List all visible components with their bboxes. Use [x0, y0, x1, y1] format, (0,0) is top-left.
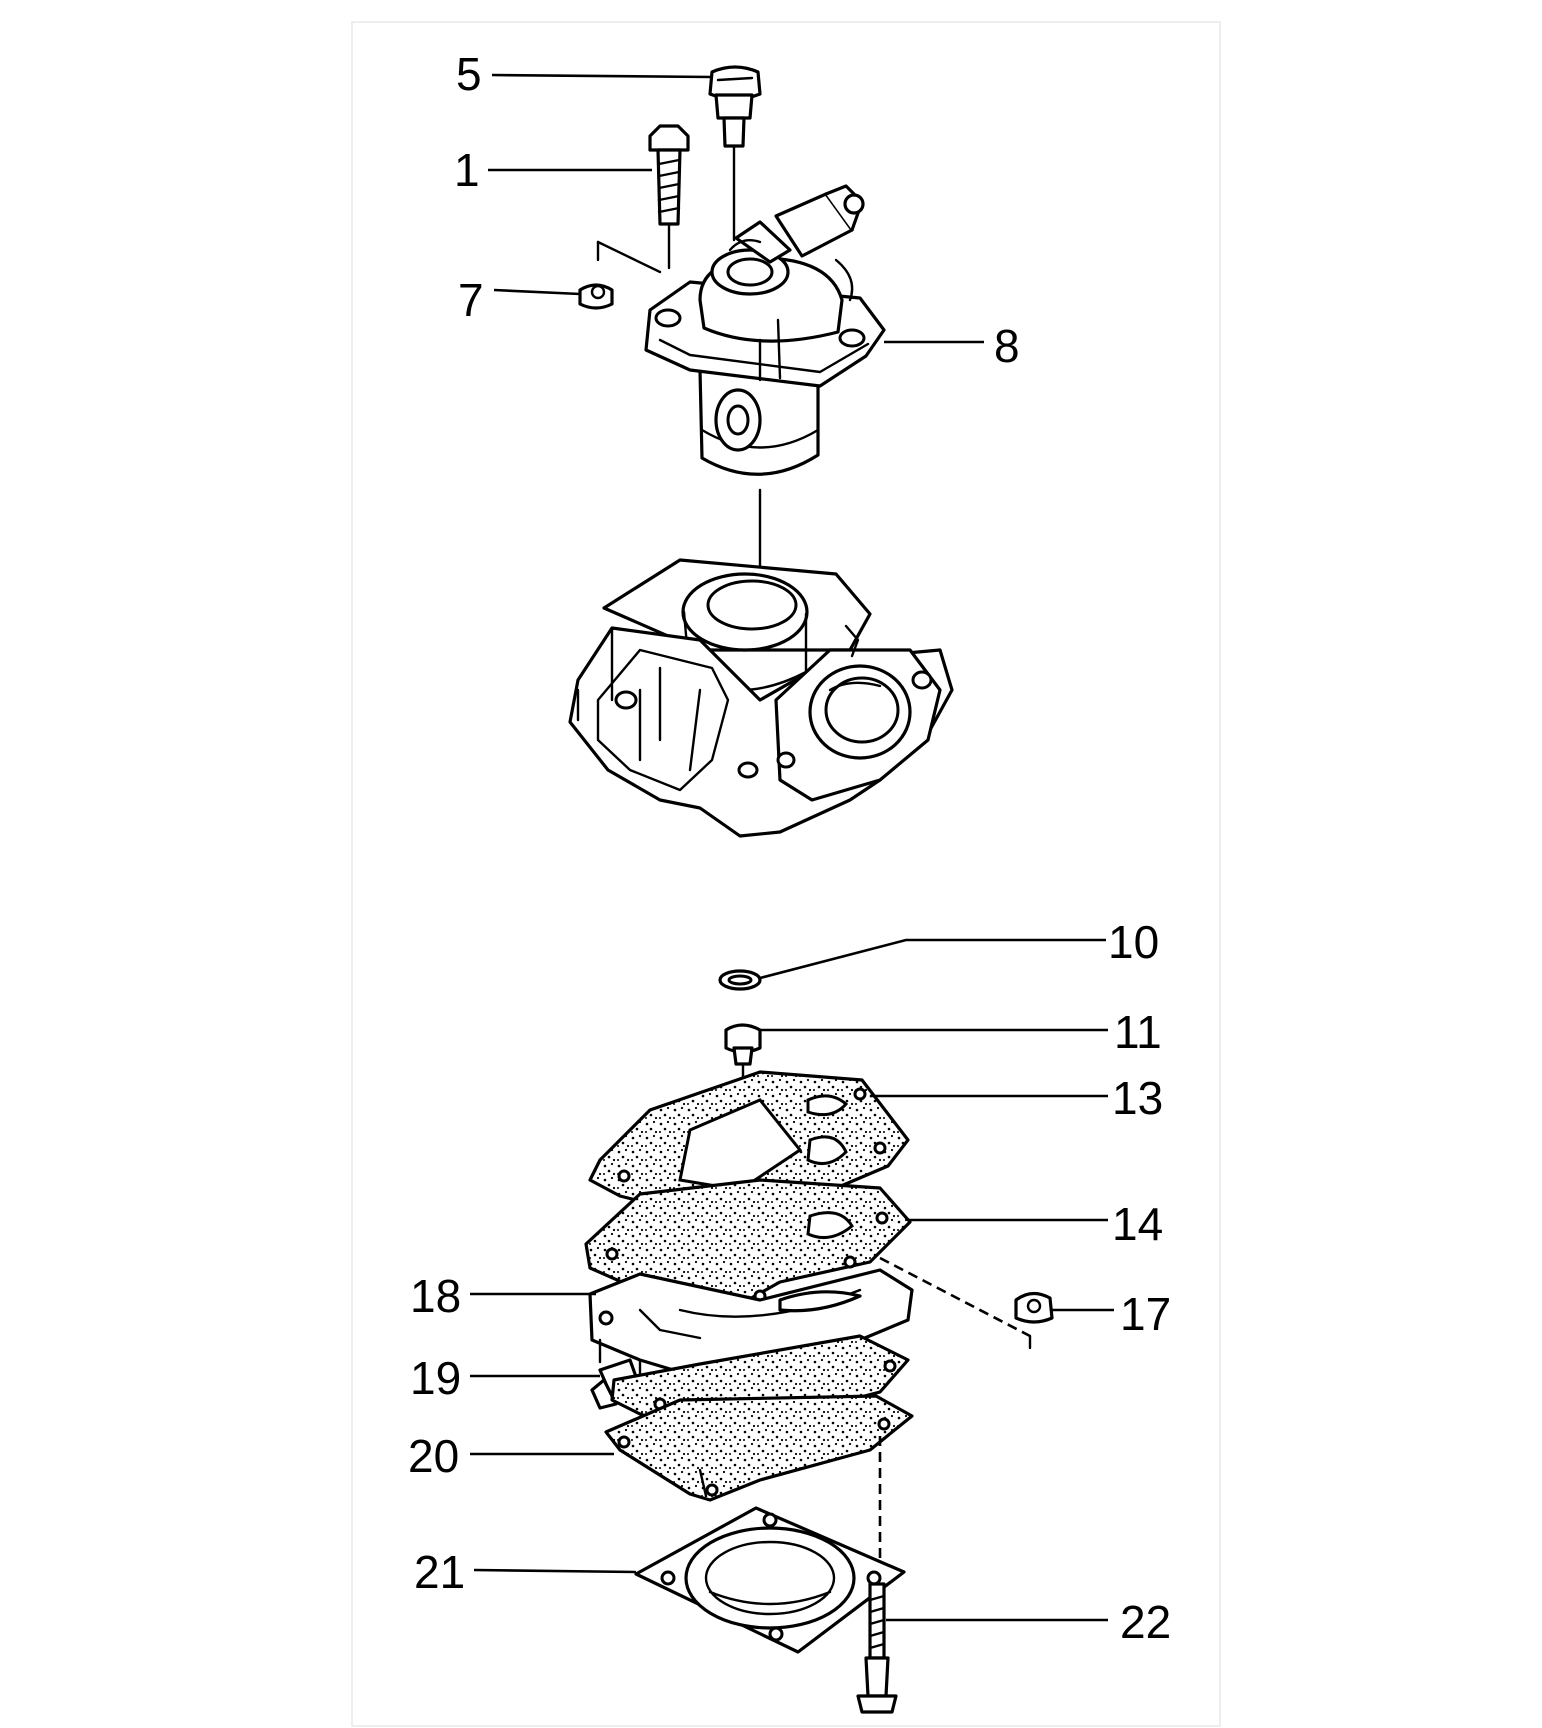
callout-19: 19 [410, 1352, 461, 1404]
part-11-plug [724, 1023, 762, 1082]
carburetor-body [568, 558, 954, 838]
part-22-screw [856, 1582, 898, 1714]
callout-11: 11 [1114, 1006, 1162, 1058]
part-21-cover [634, 1506, 906, 1654]
leader-7 [493, 288, 581, 296]
callout-labels: 5 1 7 8 10 11 13 14 17 18 19 20 21 22 [408, 48, 1171, 1648]
leader-21 [473, 1568, 637, 1574]
part-8-cover [644, 184, 886, 476]
part-5-screw [708, 65, 762, 242]
callout-18: 18 [410, 1270, 461, 1322]
leader-5 [491, 73, 713, 79]
callout-1: 1 [454, 144, 480, 196]
callout-10: 10 [1108, 916, 1159, 968]
part-10-oring [718, 969, 762, 991]
part-17-nut [879, 1256, 1054, 1350]
callout-17: 17 [1120, 1288, 1171, 1340]
leader-lines [470, 73, 1114, 1622]
callout-21: 21 [414, 1546, 465, 1598]
callout-20: 20 [408, 1430, 459, 1482]
callout-7: 7 [458, 274, 484, 326]
part-7-nut [578, 240, 662, 310]
part-1-bolt [648, 124, 690, 270]
callout-13: 13 [1112, 1072, 1163, 1124]
callout-22: 22 [1120, 1596, 1171, 1648]
callout-14: 14 [1112, 1198, 1163, 1250]
leader-10 [759, 938, 1106, 980]
callout-8: 8 [994, 320, 1020, 372]
callout-5: 5 [456, 48, 482, 100]
part-20-gasket-lower [604, 1394, 914, 1502]
